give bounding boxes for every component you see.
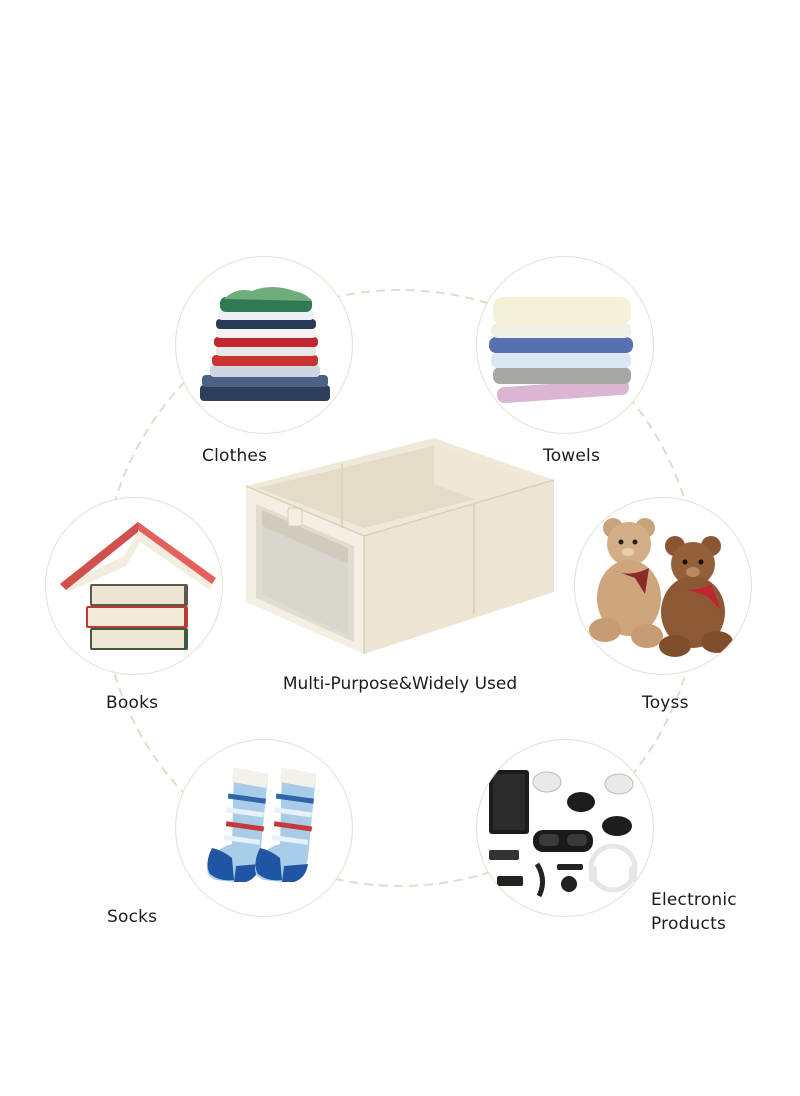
towels-image	[476, 256, 654, 434]
center-caption: Multi-Purpose&Widely Used	[282, 674, 518, 694]
books-label: Books	[106, 693, 159, 713]
socks-label: Socks	[107, 907, 158, 927]
storage-box-image	[238, 434, 558, 664]
books-image	[45, 497, 223, 675]
toys-label: Toyss	[642, 693, 689, 713]
toys-image	[574, 497, 752, 675]
socks-image	[175, 739, 353, 917]
clothes-image	[175, 256, 353, 434]
clothes-label: Clothes	[202, 446, 268, 466]
electronics-image	[476, 739, 654, 917]
towels-label: Towels	[543, 446, 601, 466]
electronic-label-line2: Products	[651, 914, 727, 934]
electronic-label-line1: Electronic	[651, 890, 737, 910]
